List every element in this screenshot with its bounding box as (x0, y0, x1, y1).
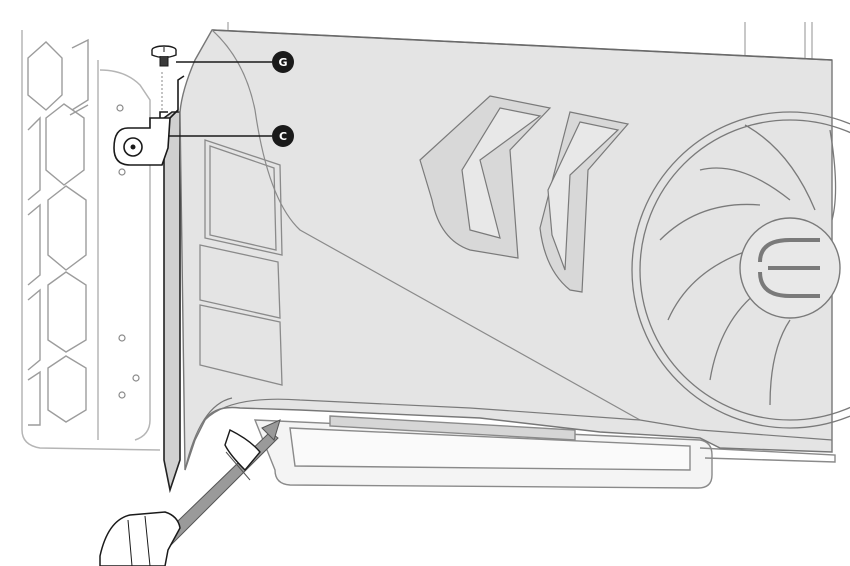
case-vent-honeycomb (27, 38, 89, 426)
case-screw-holes (116, 104, 140, 399)
card-shroud-fold (211, 29, 641, 421)
bracket-clip (113, 75, 185, 166)
pcie-slot (253, 415, 836, 489)
card-shroud-lower-edge (204, 398, 833, 441)
graphics-card (179, 29, 850, 471)
case-frame (21, 22, 813, 451)
card-top-edge (211, 29, 833, 61)
screwdriver-icon (99, 419, 281, 566)
screwdriver-tip (261, 419, 281, 441)
callout-g-label: G (278, 56, 287, 69)
brand-logo-icon (739, 217, 841, 319)
callout-c-label: C (279, 130, 287, 143)
callout-c: C (272, 125, 294, 147)
card-vents (199, 139, 283, 386)
card-chevron-ribs (419, 95, 630, 293)
screwdriver-handle (99, 511, 181, 566)
fan-icon (631, 111, 850, 429)
callout-g: G (272, 51, 294, 73)
thumbscrew-icon (151, 45, 177, 112)
io-bracket (163, 111, 181, 494)
